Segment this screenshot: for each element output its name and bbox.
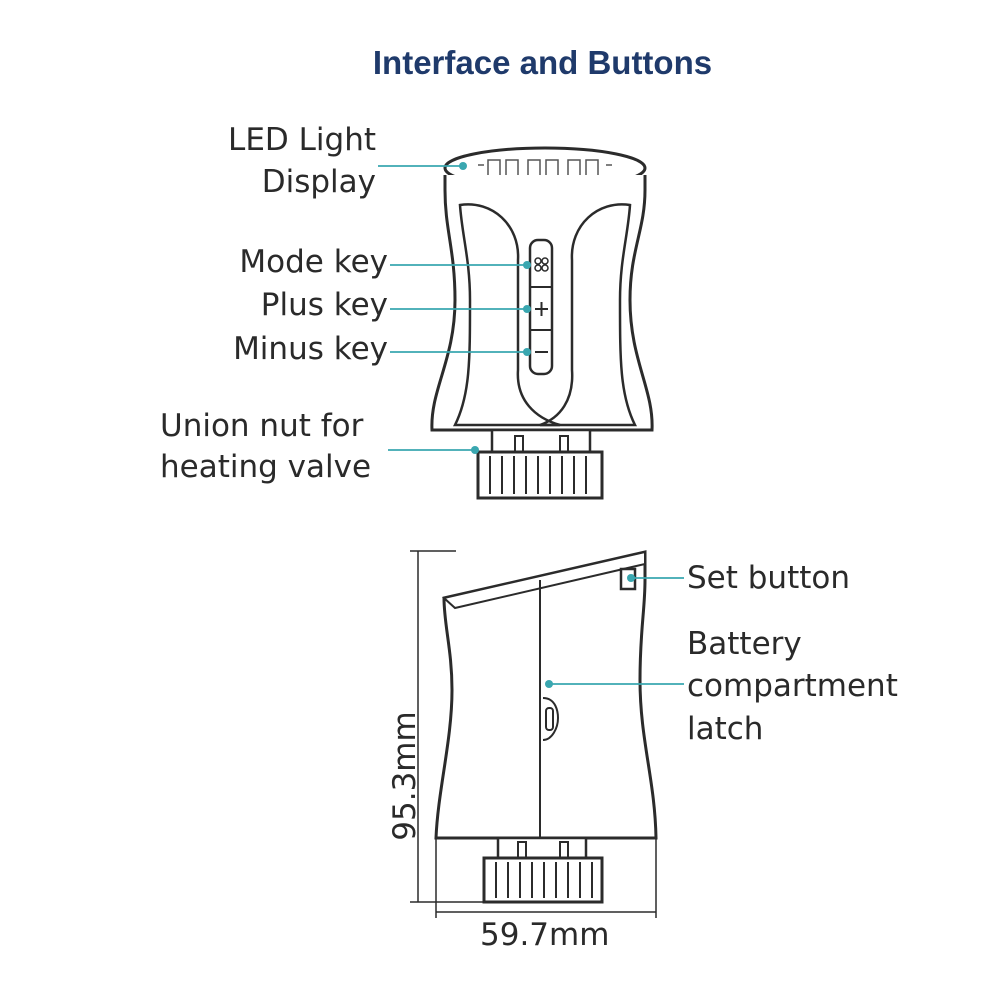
dimension-height: 95.3mm: [387, 711, 423, 841]
battery-latch-icon[interactable]: [542, 697, 560, 741]
front-view-device: [430, 146, 654, 432]
label-led-display-line1: LED Light: [228, 122, 376, 158]
front-right-panel: [539, 203, 638, 427]
label-union-nut-line1: Union nut for: [160, 408, 364, 444]
label-set-button: Set button: [687, 560, 851, 596]
diagram-title: Interface and Buttons: [372, 44, 713, 81]
dimension-lines: [410, 550, 657, 918]
plus-key-icon[interactable]: [535, 302, 548, 316]
side-top-surface: [441, 550, 646, 610]
label-battery-latch-line1: Battery: [687, 626, 802, 662]
side-view-device: [434, 550, 658, 840]
front-union-nut: [476, 428, 604, 500]
front-left-panel: [452, 203, 561, 427]
front-leader-lines: [378, 162, 531, 454]
dimension-width: 59.7mm: [480, 917, 610, 953]
mode-key-icon[interactable]: [534, 257, 549, 272]
label-battery-latch-line2: compartment: [687, 668, 898, 704]
side-union-nut: [482, 836, 604, 904]
label-union-nut-line2: heating valve: [160, 449, 372, 485]
side-leader-lines: [545, 574, 684, 688]
label-plus-key: Plus key: [260, 287, 388, 323]
label-mode-key: Mode key: [239, 244, 388, 280]
label-minus-key: Minus key: [233, 331, 388, 367]
label-battery-latch-line3: latch: [687, 711, 764, 747]
label-led-display-line2: Display: [261, 164, 376, 200]
side-body-outline: [434, 550, 658, 840]
